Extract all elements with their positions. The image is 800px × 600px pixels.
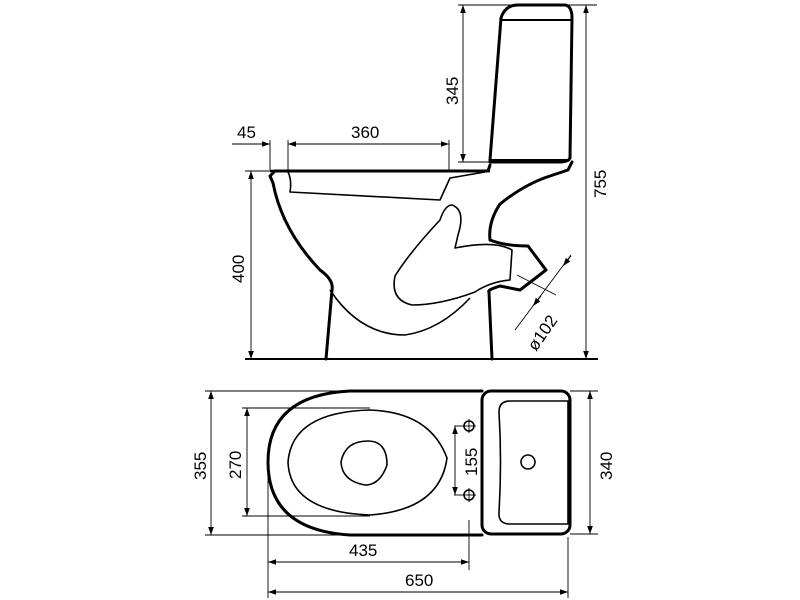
bowl-inner-curve — [329, 289, 471, 336]
bowl-body — [268, 160, 574, 361]
dim-rim-height: 400 — [229, 255, 248, 283]
dim-bowl-length: 435 — [349, 541, 377, 560]
bowl-opening — [340, 440, 388, 486]
seat-plan-outline — [287, 409, 448, 516]
cistern-plan-outline — [480, 389, 572, 536]
dim-outlet-diameter: ø102 — [524, 312, 562, 355]
flush-button — [520, 454, 536, 470]
dim-cistern-width: 340 — [597, 452, 616, 480]
dim-seat-length: 360 — [351, 123, 379, 142]
outlet-centreline — [516, 274, 557, 296]
dim-cistern-height: 345 — [443, 77, 462, 105]
side-view: 45 360 345 755 400 ø102 — [229, 3, 610, 361]
dim-seat-width: 270 — [226, 451, 245, 479]
bowl-plan-outline — [266, 389, 484, 537]
dim-fixing-hole-spacing: 155 — [462, 448, 481, 476]
cistern-inner — [498, 400, 569, 525]
trap-passage — [393, 204, 513, 306]
plan-view: 355 270 155 340 435 650 — [191, 389, 616, 598]
dim-seat-front-offset: 45 — [237, 123, 256, 142]
dim-bowl-width: 355 — [191, 452, 210, 480]
bowl-inner-rim — [287, 171, 486, 201]
dim-total-height: 755 — [591, 170, 610, 198]
dim-total-length: 650 — [405, 571, 433, 590]
cistern-side — [488, 3, 574, 164]
